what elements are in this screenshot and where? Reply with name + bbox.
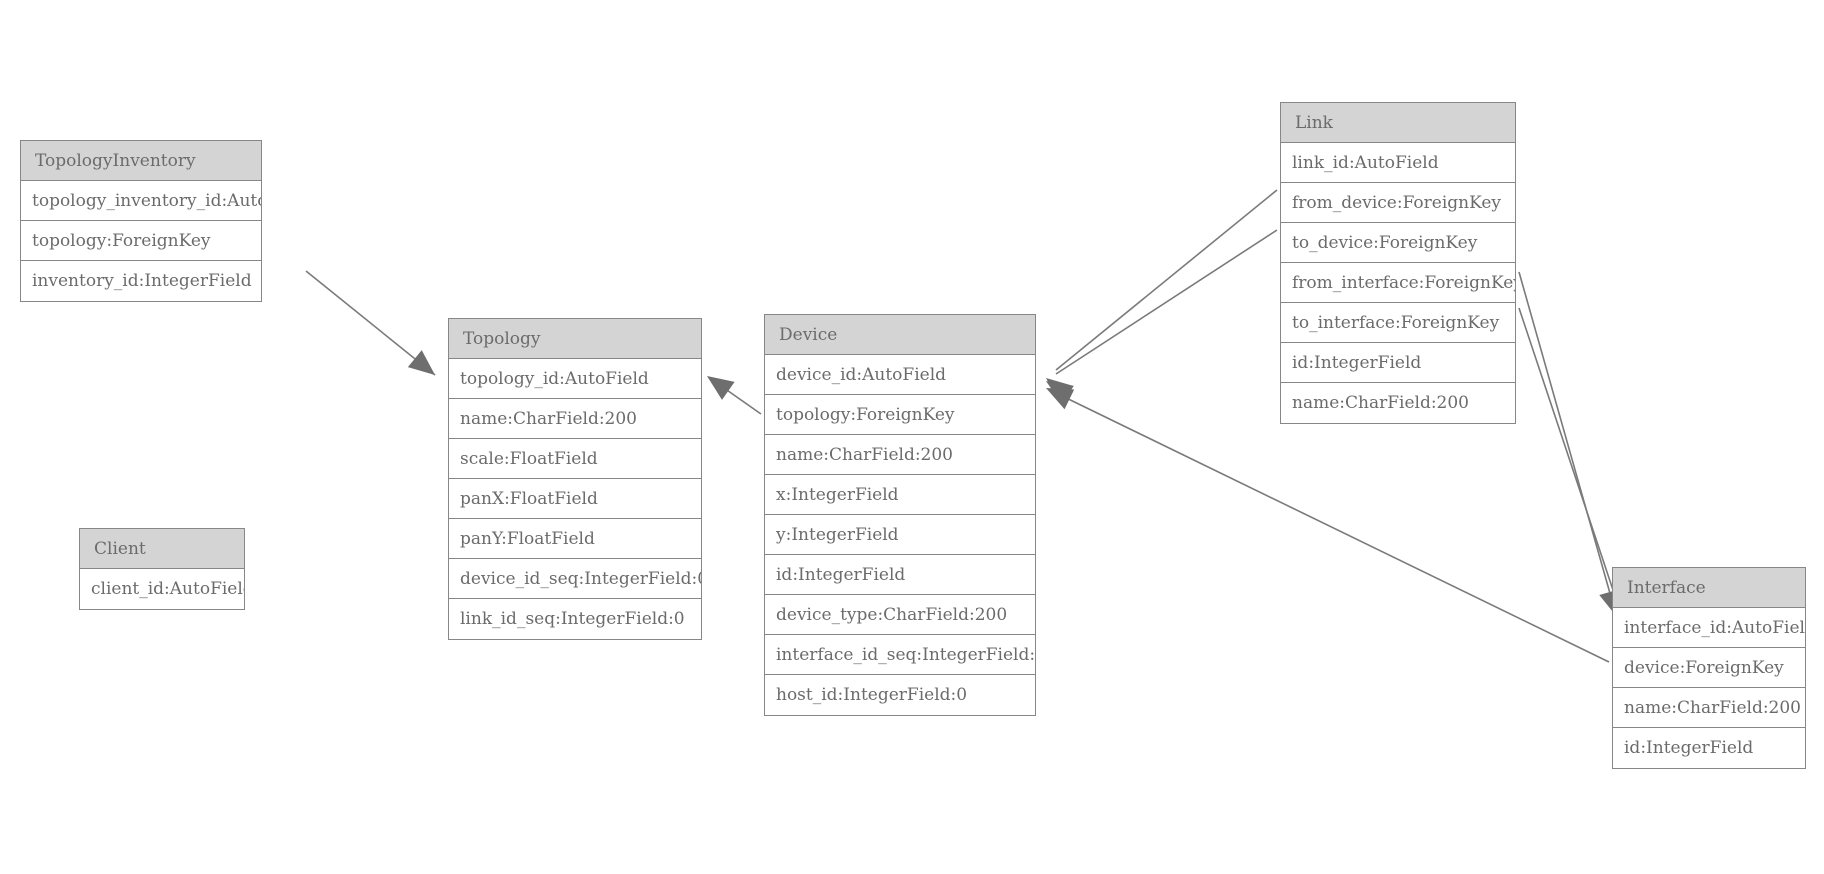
relationship-arrowhead-link-to_device	[1046, 381, 1074, 405]
entity-field: x:IntegerField	[765, 475, 1035, 515]
entity-field: inventory_id:IntegerField	[32, 271, 252, 291]
relationship-line-link-from_interface	[1518, 271, 1614, 605]
entity-field: name:CharField:200	[765, 435, 1035, 475]
entity-title-topology_inventory: TopologyInventory	[21, 141, 261, 181]
entity-title-client: Client	[80, 529, 244, 569]
entity-field: panX:FloatField	[449, 479, 701, 519]
entity-field: from_device:ForeignKey	[1281, 183, 1515, 223]
entity-field: device:ForeignKey	[1613, 648, 1805, 688]
entity-field: to_interface:ForeignKey	[1281, 303, 1515, 343]
entity-field: link_id:AutoField	[1281, 143, 1515, 183]
relationship-line-link-to_device	[1055, 229, 1278, 375]
entity-field: name:CharField:200	[1613, 688, 1805, 728]
entity-field: interface_id_seq:IntegerField:0	[765, 635, 1035, 675]
entity-field: host_id:IntegerField:0	[776, 685, 968, 705]
entity-field: id:IntegerField	[1624, 738, 1754, 758]
entity-fields-client: client_id:AutoField	[80, 569, 244, 609]
entity-field: device_type:CharField:200	[765, 595, 1035, 635]
relationship-arrowhead-device-topology	[707, 376, 735, 400]
relationship-arrowhead-link-from_device	[1046, 378, 1074, 403]
relationship-line-interface-device	[1055, 392, 1610, 663]
relationship-line-link-from_device	[1055, 189, 1278, 371]
entity-client[interactable]: Client client_id:AutoField	[79, 528, 245, 610]
entity-title-topology: Topology	[449, 319, 701, 359]
relationship-arrowhead-interface-device	[1046, 388, 1075, 410]
relationship-arrowhead-topologyinventory-topology	[407, 350, 435, 375]
entity-field: id:IntegerField	[765, 555, 1035, 595]
entity-field: topology:ForeignKey	[765, 395, 1035, 435]
relationship-line-topologyinventory-topology	[305, 270, 436, 376]
entity-title-link: Link	[1281, 103, 1515, 143]
entity-field: topology:ForeignKey	[21, 221, 261, 261]
entity-title-interface: Interface	[1613, 568, 1805, 608]
entity-field: client_id:AutoField	[91, 579, 244, 599]
entity-field: topology_inventory_id:AutoField	[21, 181, 261, 221]
entity-field: from_interface:ForeignKey	[1281, 263, 1515, 303]
entity-fields-topology_inventory: topology_inventory_id:AutoFieldtopology:…	[21, 181, 261, 301]
entity-field: link_id_seq:IntegerField:0	[460, 609, 685, 629]
entity-field: name:CharField:200	[449, 399, 701, 439]
entity-field: name:CharField:200	[1292, 393, 1469, 413]
entity-field: interface_id:AutoField	[1613, 608, 1805, 648]
entity-field: device_id_seq:IntegerField:0	[449, 559, 701, 599]
entity-field: panY:FloatField	[449, 519, 701, 559]
entity-field: device_id:AutoField	[765, 355, 1035, 395]
entity-field: id:IntegerField	[1281, 343, 1515, 383]
entity-field: y:IntegerField	[765, 515, 1035, 555]
relationship-line-device-topology	[713, 380, 762, 415]
entity-field: scale:FloatField	[449, 439, 701, 479]
relationship-line-link-to_interface	[1518, 307, 1619, 606]
entity-field: topology_id:AutoField	[449, 359, 701, 399]
entity-title-device: Device	[765, 315, 1035, 355]
entity-field: to_device:ForeignKey	[1281, 223, 1515, 263]
